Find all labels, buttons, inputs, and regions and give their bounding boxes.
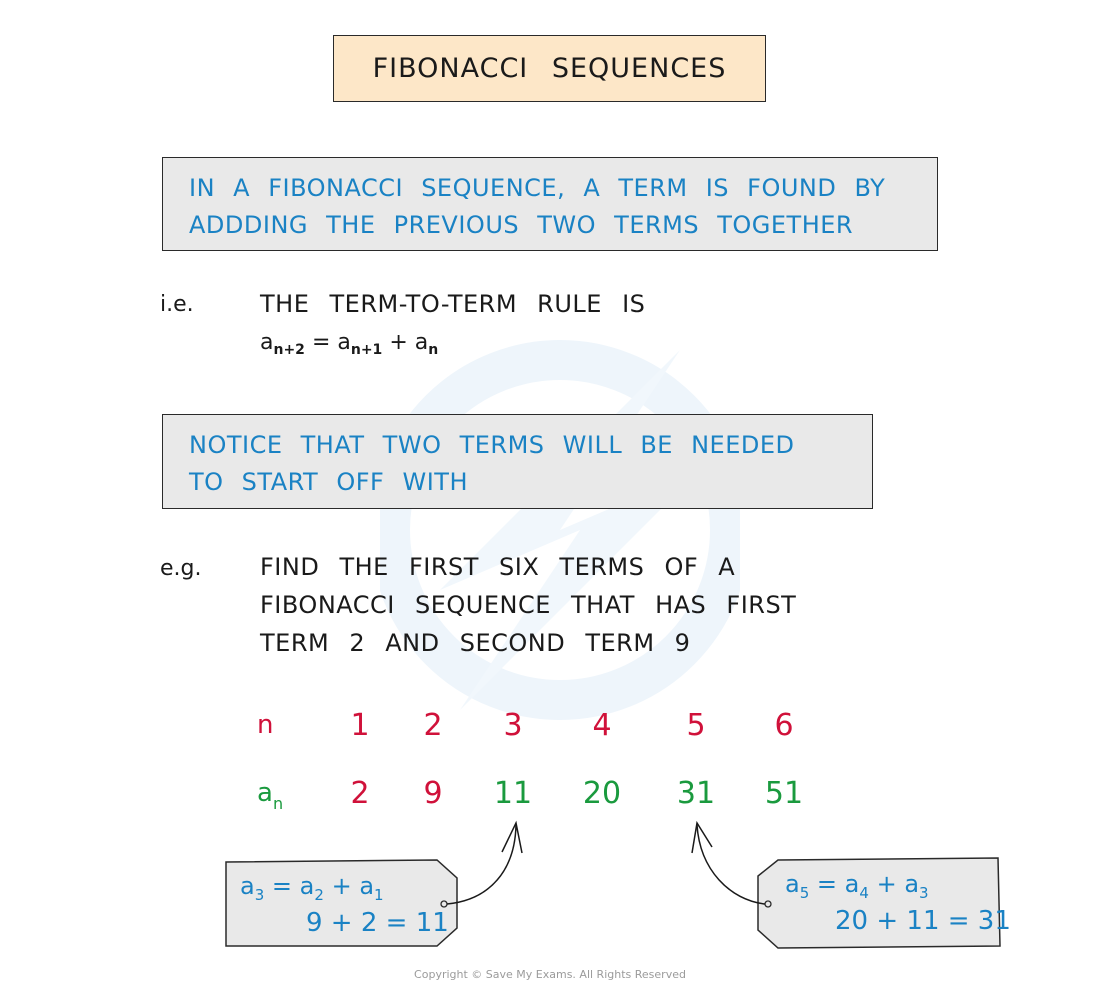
n-value: 5: [686, 708, 706, 743]
computed-term-value: 51: [764, 776, 804, 811]
definition-note: IN A FIBONACCI SEQUENCE, A TERM IS FOUND…: [162, 157, 938, 251]
eg-label: e.g.: [160, 556, 202, 581]
computed-term-value: 31: [676, 776, 716, 811]
a-row-label: an: [257, 778, 283, 813]
subscript: 1: [374, 886, 384, 904]
definition-line-1: IN A FIBONACCI SEQUENCE, A TERM IS FOUND…: [189, 174, 886, 202]
watermark-logo: [380, 340, 740, 720]
arrow-to-a3: [446, 824, 517, 905]
given-term-value: 9: [423, 776, 443, 811]
formula-subscript: n+1: [350, 342, 383, 358]
notice-line-1: NOTICE THAT TWO TERMS WILL BE NEEDED: [189, 431, 795, 459]
notice-note: NOTICE THAT TWO TERMS WILL BE NEEDED TO …: [162, 414, 873, 509]
term: a: [240, 872, 255, 900]
formula-term: a: [414, 330, 429, 355]
tag-right-line-2: 20 + 11 = 31: [835, 906, 1011, 936]
tag-right-hole: [764, 900, 772, 908]
a-symbol: a: [257, 778, 273, 808]
formula-term: a: [260, 330, 274, 355]
n-value: 3: [503, 708, 523, 743]
ie-label: i.e.: [160, 292, 194, 317]
given-term-value: 2: [350, 776, 370, 811]
tag-right-line-1: a5 = a4 + a3: [785, 870, 929, 902]
formula-term: a: [337, 330, 351, 355]
tag-left-line-1: a3 = a2 + a1: [240, 872, 384, 904]
example-line-1: FIND THE FIRST SIX TERMS OF A: [260, 553, 736, 581]
arrow-head-a5: [691, 820, 713, 854]
n-row-label: n: [257, 710, 274, 740]
tag-left-line-2: 9 + 2 = 11: [306, 908, 449, 938]
rule-formula: an+2 = an+1 + an: [260, 330, 438, 358]
example-line-2: FIBONACCI SEQUENCE THAT HAS FIRST: [260, 591, 797, 619]
formula-subscript: n: [428, 342, 439, 358]
subscript: 3: [919, 884, 929, 902]
equals: =: [816, 870, 838, 898]
equals: =: [271, 872, 293, 900]
subscript: 2: [314, 886, 324, 904]
arrow-to-a5: [696, 824, 766, 905]
rule-text: THE TERM-TO-TERM RULE IS: [260, 290, 646, 318]
copyright: Copyright © Save My Exams. All Rights Re…: [414, 968, 686, 981]
n-value: 4: [592, 708, 612, 743]
page-title: FIBONACCI SEQUENCES: [333, 35, 766, 102]
a-subscript: n: [272, 794, 284, 813]
subscript: 3: [254, 886, 265, 904]
computed-term-value: 11: [493, 776, 533, 811]
term: a: [299, 872, 315, 900]
example-line-3: TERM 2 AND SECOND TERM 9: [260, 629, 691, 657]
term: a: [359, 872, 375, 900]
term: a: [904, 870, 920, 898]
n-value: 6: [774, 708, 794, 743]
term: a: [844, 870, 860, 898]
formula-plus: +: [389, 330, 408, 355]
formula-equals: =: [311, 330, 331, 355]
subscript: 4: [859, 884, 869, 902]
tag-left-hole: [440, 900, 448, 908]
term: a: [785, 870, 800, 898]
n-value: 1: [350, 708, 370, 743]
notice-line-2: TO START OFF WITH: [189, 468, 468, 496]
computed-term-value: 20: [582, 776, 622, 811]
formula-subscript: n+2: [273, 342, 305, 358]
plus: +: [331, 872, 352, 900]
plus: +: [876, 870, 897, 898]
definition-line-2: ADDDING THE PREVIOUS TWO TERMS TOGETHER: [189, 211, 854, 239]
n-value: 2: [423, 708, 443, 743]
subscript: 5: [799, 884, 810, 902]
arrow-head-a3: [501, 820, 523, 854]
